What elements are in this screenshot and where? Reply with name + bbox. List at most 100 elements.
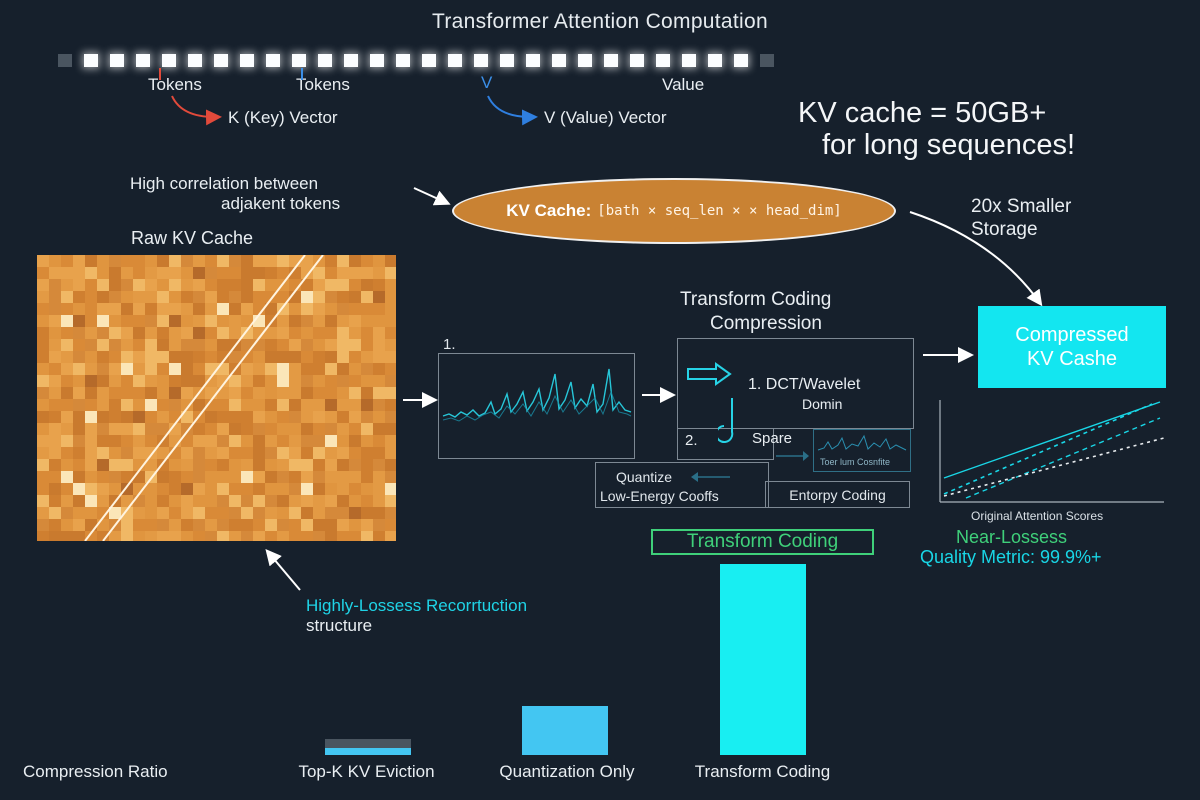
token-square bbox=[448, 54, 462, 67]
transform-coding-badge-label: Transform Coding bbox=[686, 531, 839, 552]
heatmap-cell bbox=[145, 495, 157, 507]
heatmap-cell bbox=[265, 519, 277, 531]
heatmap-cell bbox=[337, 483, 349, 495]
heatmap-cell bbox=[121, 411, 133, 423]
heatmap-cell bbox=[181, 279, 193, 291]
heatmap-cell bbox=[373, 471, 385, 483]
heatmap-cell bbox=[301, 399, 313, 411]
tokens-label-2: Tokens bbox=[296, 75, 350, 94]
heatmap-cell bbox=[109, 483, 121, 495]
heatmap-cell bbox=[313, 483, 325, 495]
heatmap-cell bbox=[325, 315, 337, 327]
heatmap-cell bbox=[313, 531, 325, 541]
heatmap-cell bbox=[205, 279, 217, 291]
heatmap-cell bbox=[73, 423, 85, 435]
heatmap-cell bbox=[349, 411, 361, 423]
heatmap-cell bbox=[133, 339, 145, 351]
heatmap-cell bbox=[169, 351, 181, 363]
heatmap-cell bbox=[157, 327, 169, 339]
heatmap-cell bbox=[205, 303, 217, 315]
heatmap-cell bbox=[265, 255, 277, 267]
heatmap-cell bbox=[145, 507, 157, 519]
heatmap-cell bbox=[337, 375, 349, 387]
heatmap-cell bbox=[181, 303, 193, 315]
heatmap-cell bbox=[37, 291, 49, 303]
heatmap-cell bbox=[325, 303, 337, 315]
heatmap-cell bbox=[313, 291, 325, 303]
heatmap-cell bbox=[145, 435, 157, 447]
heatmap-cell bbox=[109, 255, 121, 267]
heatmap-cell bbox=[133, 303, 145, 315]
heatmap-cell bbox=[97, 315, 109, 327]
heatmap-cell bbox=[301, 279, 313, 291]
heatmap-cell bbox=[349, 471, 361, 483]
heatmap-cell bbox=[145, 399, 157, 411]
heatmap-cell bbox=[253, 255, 265, 267]
heatmap-cell bbox=[361, 531, 373, 541]
heatmap-cell bbox=[361, 339, 373, 351]
heatmap-cell bbox=[85, 267, 97, 279]
heatmap-cell bbox=[157, 507, 169, 519]
token-square bbox=[110, 54, 124, 67]
heatmap-cell bbox=[73, 471, 85, 483]
heatmap-cell bbox=[217, 435, 229, 447]
heatmap-cell bbox=[241, 375, 253, 387]
heatmap-cell bbox=[253, 387, 265, 399]
heatmap-cell bbox=[289, 447, 301, 459]
heatmap-cell bbox=[61, 339, 73, 351]
heatmap-cell bbox=[289, 387, 301, 399]
heatmap-cell bbox=[337, 327, 349, 339]
heatmap-cell bbox=[217, 255, 229, 267]
heatmap-cell bbox=[313, 351, 325, 363]
heatmap-cell bbox=[277, 375, 289, 387]
heatmap-cell bbox=[181, 483, 193, 495]
heatmap-cell bbox=[49, 483, 61, 495]
heatmap-cell bbox=[217, 411, 229, 423]
correlation-note-line-2: adjakent tokens bbox=[221, 194, 341, 213]
heatmap-cell bbox=[121, 423, 133, 435]
heatmap-cell bbox=[97, 399, 109, 411]
token-square bbox=[162, 54, 176, 67]
heatmap-cell bbox=[61, 291, 73, 303]
heatmap-cell bbox=[289, 303, 301, 315]
heatmap-cell bbox=[325, 495, 337, 507]
spare-label: Spare bbox=[752, 430, 793, 447]
heatmap-cell bbox=[37, 315, 49, 327]
heatmap-cell bbox=[169, 423, 181, 435]
heatmap-cell bbox=[385, 411, 396, 423]
heatmap-cell bbox=[361, 411, 373, 423]
heatmap-cell bbox=[313, 495, 325, 507]
heatmap-cell bbox=[193, 531, 205, 541]
heatmap-cell bbox=[373, 531, 385, 541]
heatmap-cell bbox=[145, 267, 157, 279]
heatmap-cell bbox=[265, 267, 277, 279]
heatmap-cell bbox=[325, 483, 337, 495]
heatmap-cell bbox=[313, 363, 325, 375]
heatmap-cell bbox=[361, 303, 373, 315]
heatmap-cell bbox=[301, 519, 313, 531]
heatmap-cell bbox=[301, 303, 313, 315]
heatmap-cell bbox=[169, 315, 181, 327]
heatmap-cell bbox=[181, 291, 193, 303]
heatmap-cell bbox=[301, 315, 313, 327]
heatmap-cell bbox=[241, 327, 253, 339]
heatmap-cell bbox=[349, 519, 361, 531]
heatmap-cell bbox=[193, 423, 205, 435]
heatmap-cell bbox=[241, 531, 253, 541]
heatmap-cell bbox=[349, 531, 361, 541]
heatmap-cell bbox=[157, 531, 169, 541]
heatmap-cell bbox=[241, 255, 253, 267]
heatmap-cell bbox=[61, 279, 73, 291]
heatmap-cell bbox=[145, 303, 157, 315]
entropy-panel: Entorpy Coding bbox=[765, 481, 910, 508]
heatmap-cell bbox=[229, 447, 241, 459]
heatmap-cell bbox=[97, 435, 109, 447]
heatmap-cell bbox=[229, 519, 241, 531]
heatmap-cell bbox=[193, 507, 205, 519]
heatmap-cell bbox=[73, 387, 85, 399]
attention-chart-xlabel: Original Attention Scores bbox=[971, 509, 1104, 523]
heatmap-cell bbox=[301, 255, 313, 267]
correlation-note-line-1: High correlation between bbox=[130, 174, 319, 193]
heatmap-cell bbox=[193, 375, 205, 387]
heatmap-cell bbox=[217, 339, 229, 351]
